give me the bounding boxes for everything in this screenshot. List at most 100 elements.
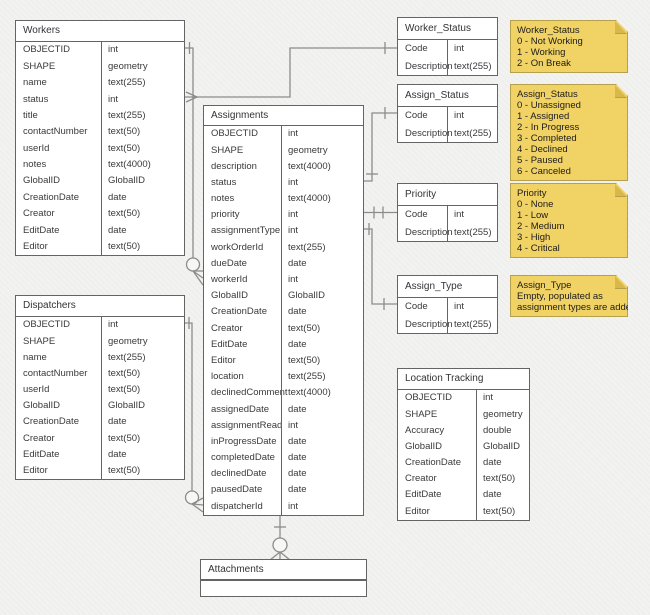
field-name: workerId [211,274,248,286]
relationship-dispatchers-assignments[interactable] [184,317,204,513]
relationship-assignments-assign-type[interactable] [364,223,397,310]
field-name: declinedComment [211,387,288,399]
field-name: workOrderId [211,241,264,253]
field-type: date [281,433,363,450]
field-name: OBJECTID [23,44,70,56]
table-title: Assignments [204,106,363,126]
note-line: 2 - In Progress [517,122,580,133]
table-title: Location Tracking [398,369,529,390]
field-type: text(50) [101,430,184,447]
table-row: SHAPE geometry [16,333,184,350]
table-title: Assign_Type [398,276,497,298]
field-type: date [281,255,363,272]
field-type: GlobalID [476,438,529,455]
field-name: Description [405,60,453,72]
field-name: EditDate [405,489,442,501]
field-name: Description [405,127,453,139]
field-name: SHAPE [405,408,438,420]
field-type: text(255) [281,368,363,385]
field-name: contactNumber [23,367,88,379]
table-row: EditDate date [398,487,529,504]
field-name: completedDate [211,452,275,464]
field-type: int [101,42,184,59]
field-name: status [23,93,49,105]
note-title: Worker_Status [517,25,580,36]
field-name: declinedDate [211,468,267,480]
field-type: geometry [101,333,184,350]
field-type: date [476,454,529,471]
field-name: SHAPE [23,335,56,347]
relationship-workers-worker-status[interactable] [185,42,397,103]
field-type: GlobalID [281,287,363,305]
field-name: contactNumber [23,126,88,138]
table-row: workOrderId text(255) [204,239,363,256]
field-type: int [281,417,363,434]
field-name: Description [405,318,453,330]
relationship-assignments-priority[interactable] [364,206,397,219]
field-type: geometry [281,142,363,159]
field-type: text(50) [101,365,184,382]
note-line: 1 - Working [517,47,566,58]
relationship-workers-assignments[interactable] [185,42,204,286]
field-name: Code [405,301,428,312]
field-type: int [281,271,363,288]
field-name: Editor [23,465,48,477]
note-line: 4 - Declined [517,144,568,155]
field-name: notes [23,159,47,171]
field-type: text(50) [476,470,529,488]
field-type: date [476,487,529,504]
field-type: int [447,206,497,224]
field-name: priority [211,209,240,221]
entity-table-attachments[interactable]: Attachments [200,559,367,597]
field-type: text(4000) [281,190,363,207]
note-line: 1 - Low [517,210,549,221]
field-type: text(255) [281,239,363,256]
field-type: int [281,174,363,191]
relationship-assignments-attachments[interactable] [269,513,291,561]
relationship-assignments-assign-status[interactable] [364,107,397,182]
field-name: GlobalID [23,175,60,187]
note-line: 0 - Unassigned [517,100,581,111]
note-line: 4 - Critical [517,243,560,254]
